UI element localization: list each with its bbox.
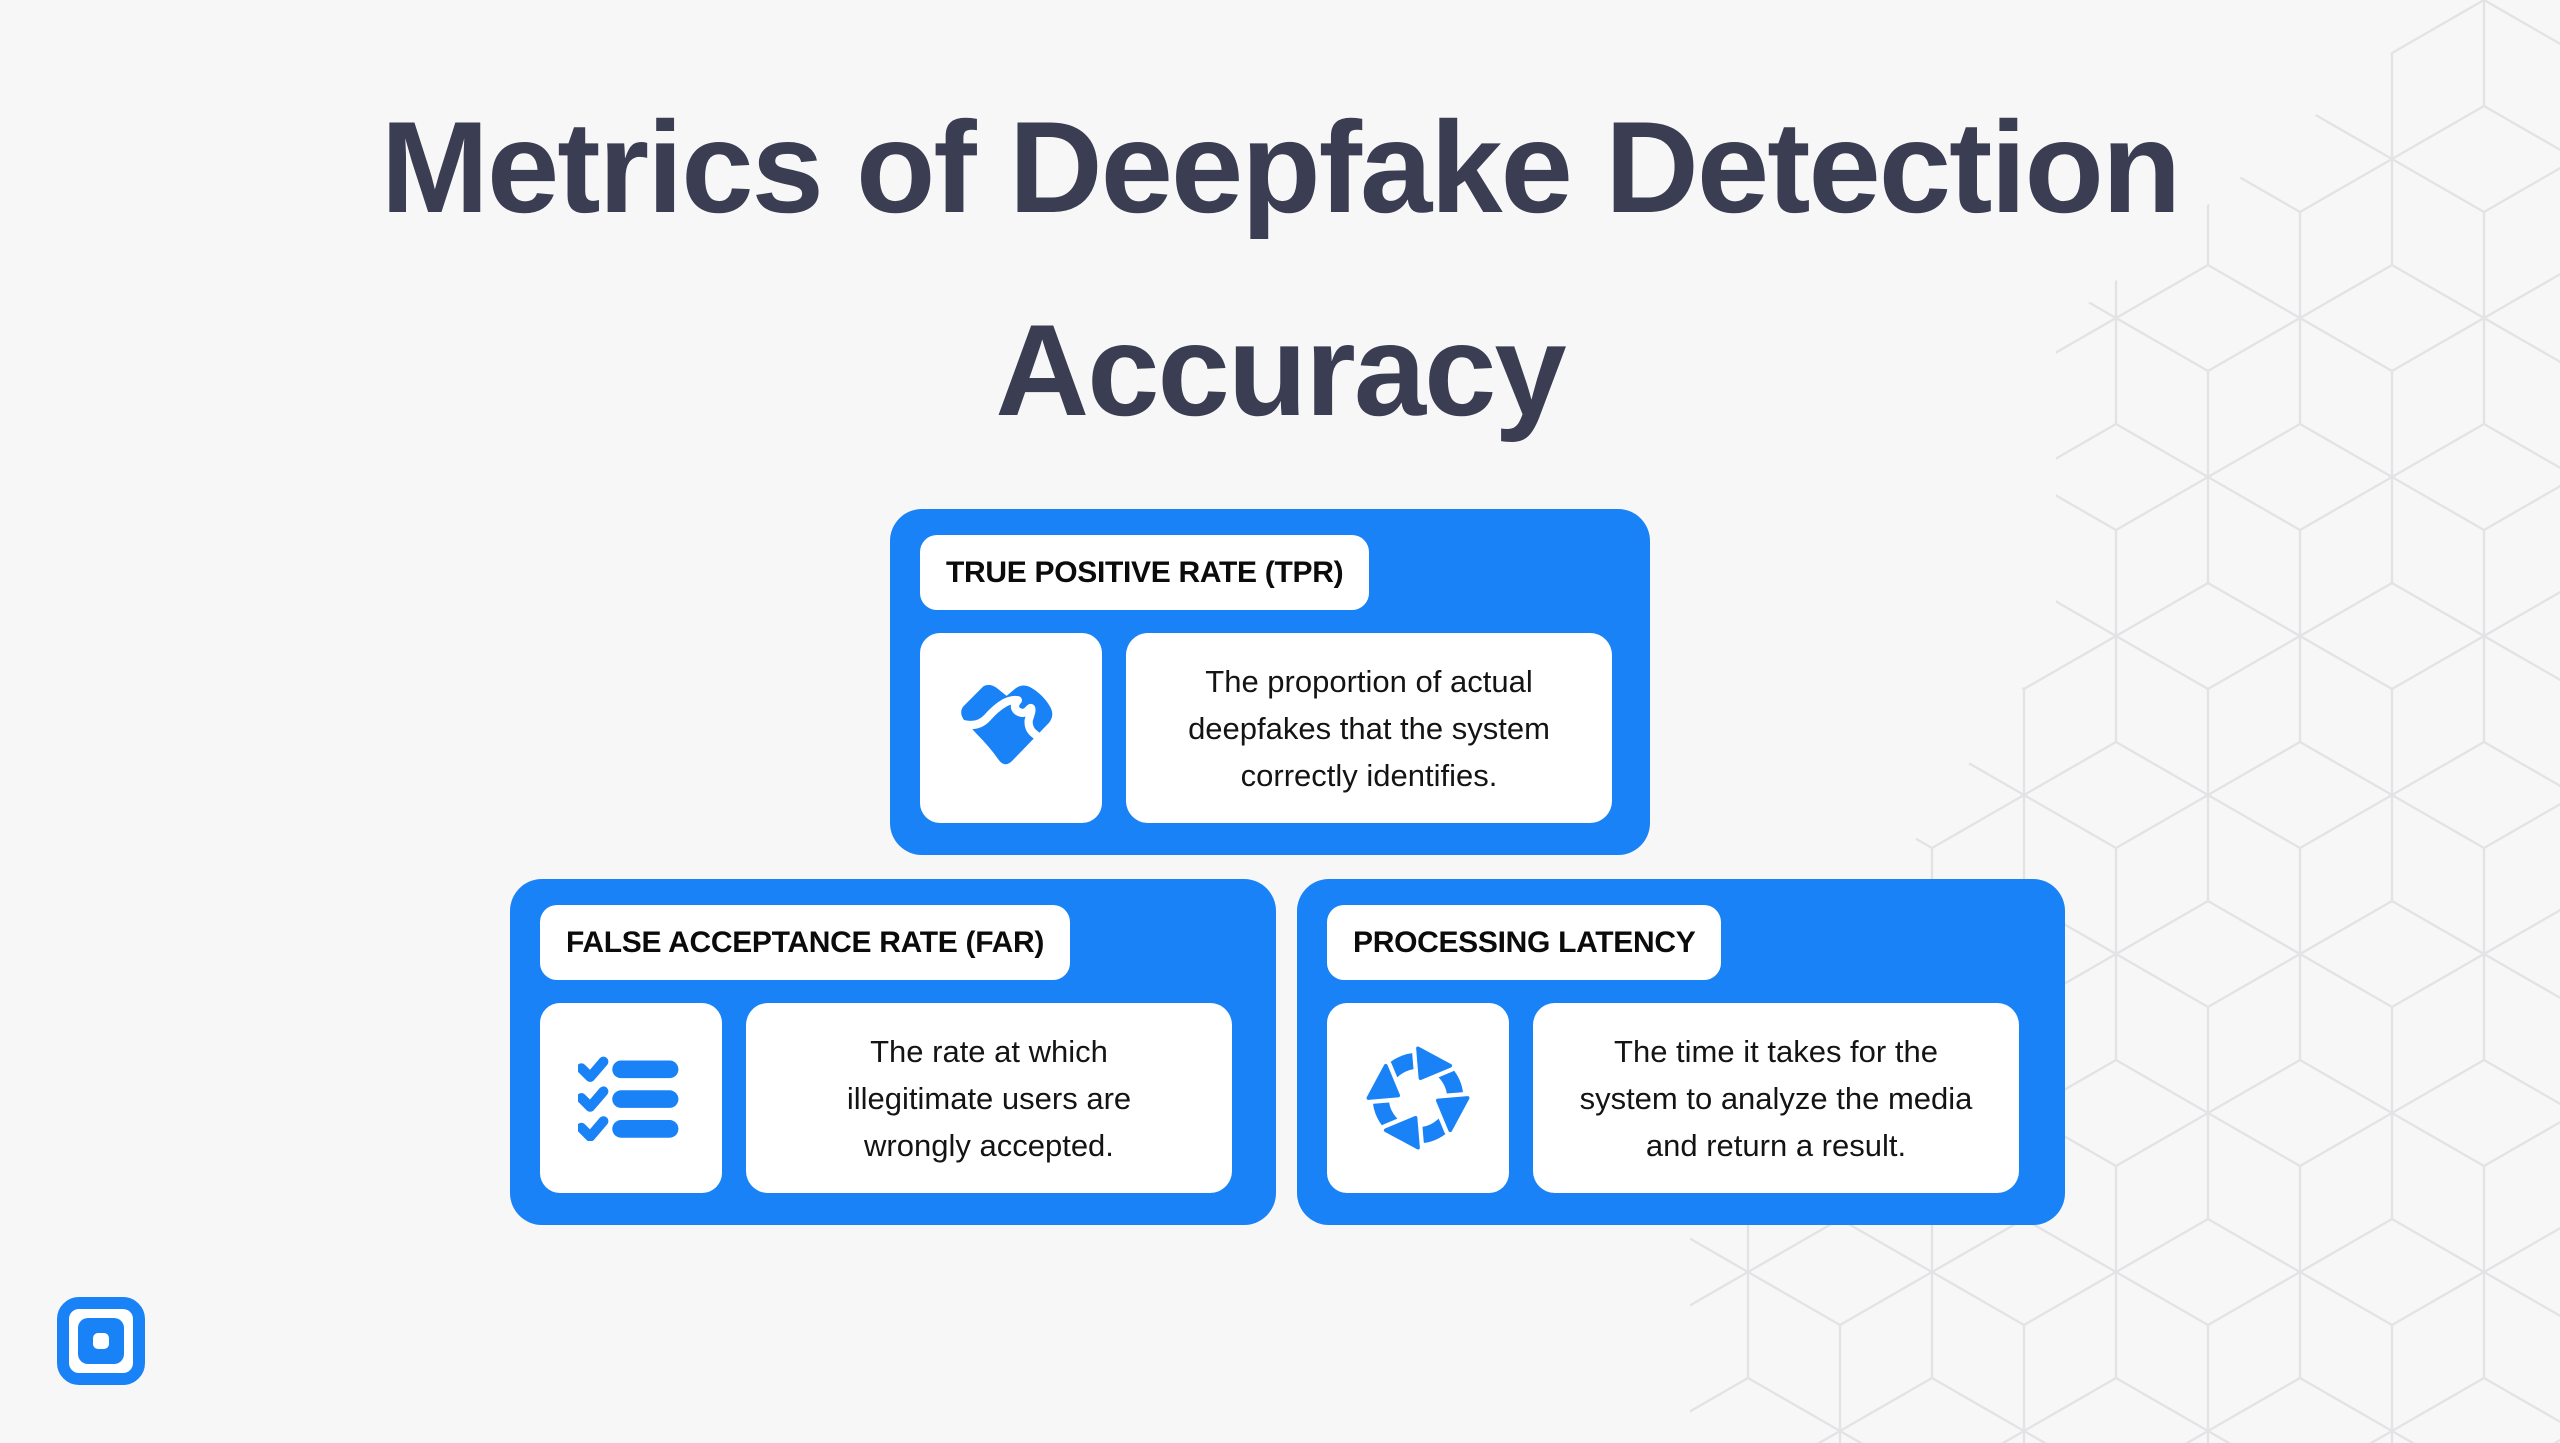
card-heading-pill: PROCESSING LATENCY xyxy=(1327,905,1722,980)
card-true-positive-rate: TRUE POSITIVE RATE (TPR) The proportion … xyxy=(890,509,1650,855)
icon-tile xyxy=(920,633,1102,823)
icon-tile xyxy=(1327,1003,1509,1193)
card-description: The rate at which illegitimate users are… xyxy=(746,1003,1232,1193)
card-heading-label: TRUE POSITIVE RATE (TPR) xyxy=(946,555,1344,589)
card-description: The proportion of actual deepfakes that … xyxy=(1126,633,1612,823)
handshake-icon xyxy=(960,684,1053,765)
icon-tile xyxy=(540,1003,722,1193)
card-false-acceptance-rate: FALSE ACCEPTANCE RATE (FAR) xyxy=(510,879,1276,1225)
card-heading-label: FALSE ACCEPTANCE RATE (FAR) xyxy=(566,925,1045,959)
card-heading-label: PROCESSING LATENCY xyxy=(1353,925,1696,959)
card-body-row: The rate at which illegitimate users are… xyxy=(540,1003,1232,1193)
square-logo xyxy=(57,1297,145,1385)
card-processing-latency: PROCESSING LATENCY xyxy=(1297,879,2065,1225)
card-body-row: The proportion of actual deepfakes that … xyxy=(920,633,1612,823)
checklist-icon xyxy=(578,1056,679,1141)
card-heading-pill: FALSE ACCEPTANCE RATE (FAR) xyxy=(540,905,1071,980)
card-description: The time it takes for the system to anal… xyxy=(1533,1003,2019,1193)
card-heading-pill: TRUE POSITIVE RATE (TPR) xyxy=(920,535,1370,610)
square-logo-inner xyxy=(78,1318,124,1364)
card-body-row: The time it takes for the system to anal… xyxy=(1327,1003,2019,1193)
cycle-arrows-icon xyxy=(1362,1042,1474,1154)
square-logo-dot xyxy=(93,1333,109,1349)
page-title: Metrics of Deepfake Detection Accuracy xyxy=(380,94,2182,443)
